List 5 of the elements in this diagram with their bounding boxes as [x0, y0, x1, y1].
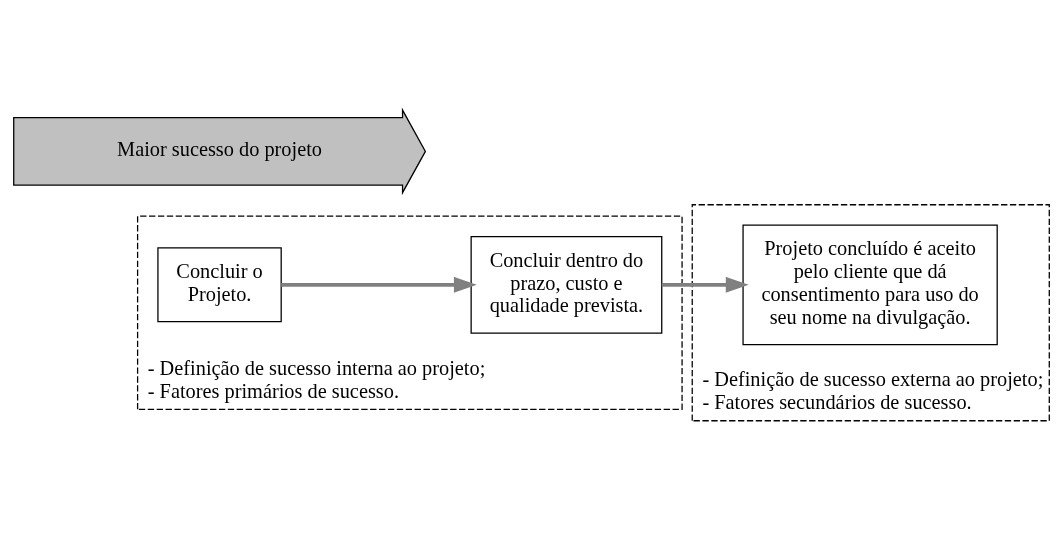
node-box: Concluir o Projeto.: [157, 246, 282, 322]
node-box: Concluir dentro do prazo, custo e qualidade prevista.: [470, 235, 663, 334]
node-box: Projeto concluído é aceito pelo cliente que dá consentimento para uso do seu nome na divulgação.: [742, 223, 998, 345]
arrow: [661, 276, 749, 293]
arrow: [281, 276, 477, 293]
